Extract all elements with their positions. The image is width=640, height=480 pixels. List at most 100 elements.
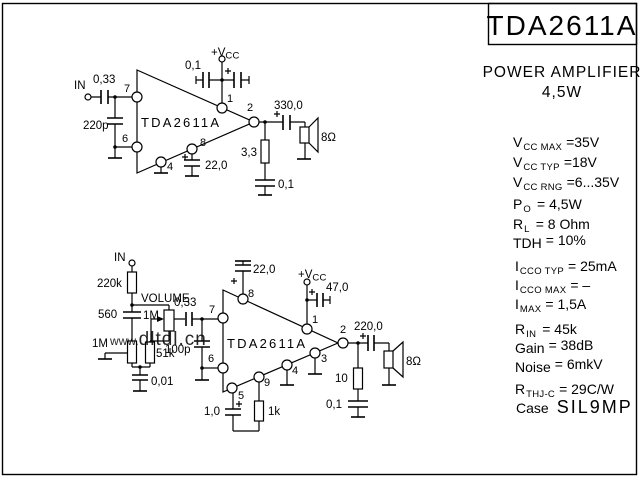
ic-label-top: TDA2611A [141,115,221,130]
pin7-circle [217,312,229,324]
pin4-circle [155,156,167,168]
svg-text:7: 7 [209,304,215,316]
zobel-top: 3,3 0,1 [241,122,294,196]
svg-text:9: 9 [264,377,270,389]
svg-text:220p: 220p [83,120,109,132]
circuit-top: IN 0,33 220p TDA2611A 7 6 1 [74,47,336,196]
pin9-circle [253,371,265,383]
svg-text:560: 560 [98,309,117,321]
volume-pot: VOLUME 1M [141,293,190,342]
svg-text:8: 8 [200,137,206,149]
svg-text:0,1: 0,1 [326,399,342,411]
subtitle-line1: POWER AMPLIFIER [483,64,640,81]
cap-ripple-22: 22,0 [182,154,227,177]
spec-noise: Noise= 6mkV [515,356,603,375]
input-terminal [128,259,136,267]
resistor-1k: 1k [253,382,280,431]
svg-text:+VCC: +VCC [211,47,240,62]
pin4-circle [281,359,293,371]
spec-rl: RL= 8 Ohm [513,216,590,235]
cap-out-220: 220,0 [354,321,383,351]
cap-dec-label: 0,1 [185,60,201,72]
plus-mark [225,68,231,74]
pin5-circle [226,382,238,394]
opamp-top: TDA2611A 7 6 1 2 4 8 [122,69,260,174]
pin7-circle [131,91,143,103]
svg-text:3: 3 [321,353,327,365]
cap-boot-10: 1,0 [204,393,259,432]
svg-text:4: 4 [167,161,173,173]
subtitle-line2: 4,5W [542,84,582,101]
plus-mark [309,289,315,295]
spec-list: VCC MAX=35V VCC TYP=18V VCC RNG=6...35V … [513,134,633,417]
plus-mark [360,333,366,339]
svg-text:220,0: 220,0 [354,321,383,333]
pin8-circle [186,143,198,155]
speaker-top: 8Ω [297,116,336,160]
spec-rin: RIN= 45k [515,321,578,340]
svg-text:VOLUME: VOLUME [141,293,190,305]
vcc-top: +VCC 0,1 [185,47,250,103]
svg-text:220k: 220k [97,278,122,290]
svg-text:51k: 51k [156,348,175,360]
cap-out-330: 330,0 [274,100,303,130]
spec-tdh: TDH= 10% [513,232,586,251]
svg-text:1M: 1M [92,338,108,350]
svg-text:10: 10 [335,373,348,385]
pin8-circle [237,293,249,305]
svg-text:0,01: 0,01 [151,376,173,388]
svg-text:22,0: 22,0 [205,160,227,172]
spec-rthj: RTHJ-C= 29C/W [515,381,615,400]
svg-text:100p: 100p [165,344,191,356]
plus-mark [274,111,280,117]
zobel-bottom: 10 0,1 [326,343,368,418]
vcc-bottom: +VCC 47,0 [298,269,348,324]
svg-text:0,1: 0,1 [278,179,294,191]
cap-dec-label: 47,0 [326,282,348,294]
plus-mark [231,278,237,284]
cap-001: 0,01 [132,374,173,392]
svg-text:2: 2 [247,102,253,114]
cap-input-033: 0,33 [93,74,115,104]
page-title: TDA2611A [487,10,638,41]
input-label: IN [74,80,86,92]
pin1-circle [301,323,313,335]
speaker-bottom: 8Ω [382,340,421,386]
pin2-circle [248,116,260,128]
spec-icco-typ: ICCO TYP= 25mA [515,258,617,277]
pin1-circle [216,102,228,114]
spec-imax: IMAX= 1,5A [515,296,587,315]
svg-text:1M: 1M [143,310,159,322]
cap-input-033: 0,33 [174,297,196,326]
spec-icco-max: ICCO MAX= – [515,277,590,296]
svg-text:6: 6 [208,353,214,365]
svg-text:8Ω: 8Ω [406,356,421,368]
svg-text:7: 7 [124,83,130,95]
svg-text:0,33: 0,33 [174,297,196,309]
input-label: IN [114,252,126,264]
svg-text:1: 1 [312,314,318,326]
svg-text:4: 4 [292,365,298,377]
pin6-circle [131,141,143,153]
svg-text:1k: 1k [268,406,280,418]
resistor-220k: 220k [97,271,138,294]
svg-text:8Ω: 8Ω [321,132,336,144]
svg-text:0,33: 0,33 [93,74,115,86]
svg-text:8: 8 [248,288,254,300]
ic-label-bottom: TDA2611A [227,336,307,351]
svg-text:+VCC: +VCC [298,269,327,284]
opamp-bottom: TDA2611A 7 6 8 1 2 3 4 9 5 [208,288,349,402]
plus-mark [236,401,242,407]
pin6-circle [217,362,229,374]
svg-text:2: 2 [340,324,346,336]
watermark: www.dltdl.cn [109,329,207,350]
cap-filter-220p: 220p [83,97,123,147]
svg-text:3,3: 3,3 [241,147,257,159]
svg-text:330,0: 330,0 [274,100,303,112]
svg-text:22,0: 22,0 [253,264,275,276]
svg-text:6: 6 [122,133,128,145]
